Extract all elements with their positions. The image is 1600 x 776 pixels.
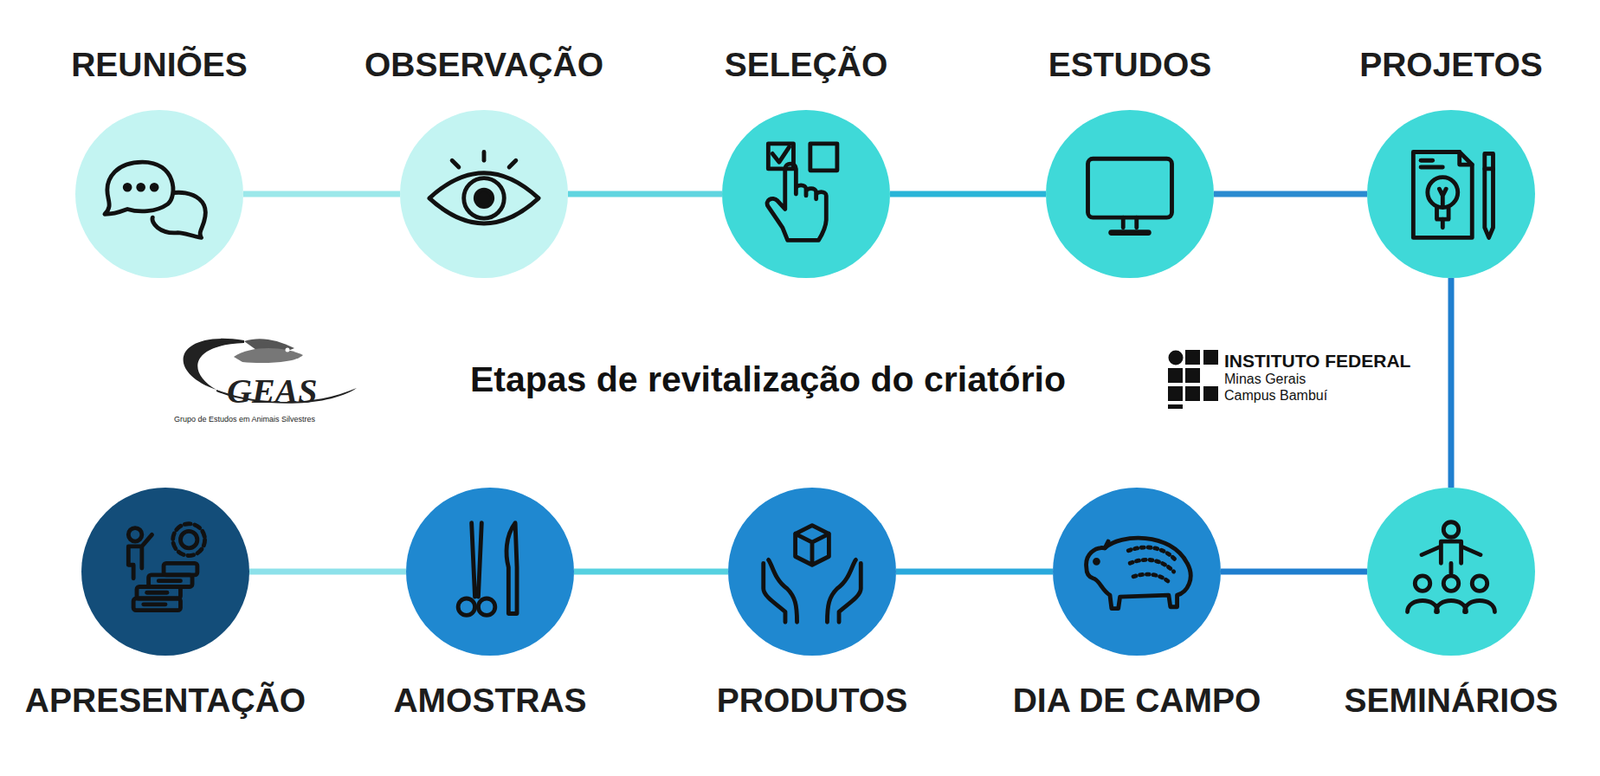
step-icon: [728, 487, 897, 656]
institute-logo-text: Minas Gerais: [1224, 371, 1306, 388]
step-node: REUNIÕES: [70, 44, 248, 278]
step-circle: [1367, 109, 1536, 278]
step-node: AMOSTRAS: [393, 487, 587, 722]
flow-connector: [1220, 568, 1368, 575]
step-circle: [1052, 487, 1221, 656]
step-node: PROJETOS: [1359, 44, 1543, 278]
diagram-title: Etapas de revitalização do criatório: [470, 359, 1066, 400]
flow-connector: [574, 568, 729, 575]
step-icon: [722, 109, 891, 278]
step-label: PROJETOS: [1359, 44, 1543, 86]
step-circle: [1045, 109, 1214, 278]
step-node: PRODUTOS: [716, 487, 908, 722]
flow-connector: [243, 191, 400, 198]
step-node: ESTUDOS: [1045, 44, 1214, 278]
step-node: SEMINÁRIOS: [1343, 487, 1558, 722]
step-node: SELEÇÃO: [722, 44, 891, 278]
step-icon: [406, 487, 575, 656]
institute-logo-text: INSTITUTO FEDERAL: [1224, 350, 1411, 371]
flow-connector: [890, 191, 1046, 198]
flow-connector: [1213, 191, 1368, 198]
geas-logo-text: Grupo de Estudos em Animais Silvestres: [174, 415, 316, 425]
flow-connector: [249, 568, 407, 575]
step-label: SELEÇÃO: [724, 44, 889, 86]
step-icon: [1367, 487, 1536, 656]
flow-connector: [1448, 277, 1455, 488]
step-icon: [81, 487, 250, 656]
step-circle: [1367, 487, 1536, 656]
step-label: OBSERVAÇÃO: [364, 44, 604, 86]
step-label: AMOSTRAS: [393, 679, 587, 722]
step-circle: [75, 109, 244, 278]
step-label: DIA DE CAMPO: [1012, 679, 1262, 722]
step-icon: [1052, 487, 1221, 656]
institute-logo-text: Campus Bambuí: [1224, 387, 1328, 404]
step-node: APRESENTAÇÃO: [25, 487, 306, 722]
step-circle: [81, 487, 250, 656]
step-icon: [75, 109, 244, 278]
step-node: DIA DE CAMPO: [1012, 487, 1262, 722]
step-circle: [728, 487, 897, 656]
step-circle: [722, 109, 891, 278]
flow-connector: [896, 568, 1053, 575]
step-circle: [400, 109, 568, 278]
step-circle: [406, 487, 575, 656]
step-label: PRODUTOS: [716, 679, 908, 722]
step-icon: [1367, 109, 1536, 278]
step-label: REUNIÕES: [70, 44, 248, 86]
if-logo: [1167, 349, 1219, 409]
step-icon: [400, 109, 568, 278]
step-node: OBSERVAÇÃO: [364, 44, 604, 278]
step-label: ESTUDOS: [1048, 44, 1213, 86]
step-label: APRESENTAÇÃO: [25, 679, 306, 722]
geas-logo-text: GEAS: [226, 372, 318, 411]
flow-connector: [567, 191, 723, 198]
step-label: SEMINÁRIOS: [1343, 679, 1558, 722]
step-icon: [1045, 109, 1214, 278]
